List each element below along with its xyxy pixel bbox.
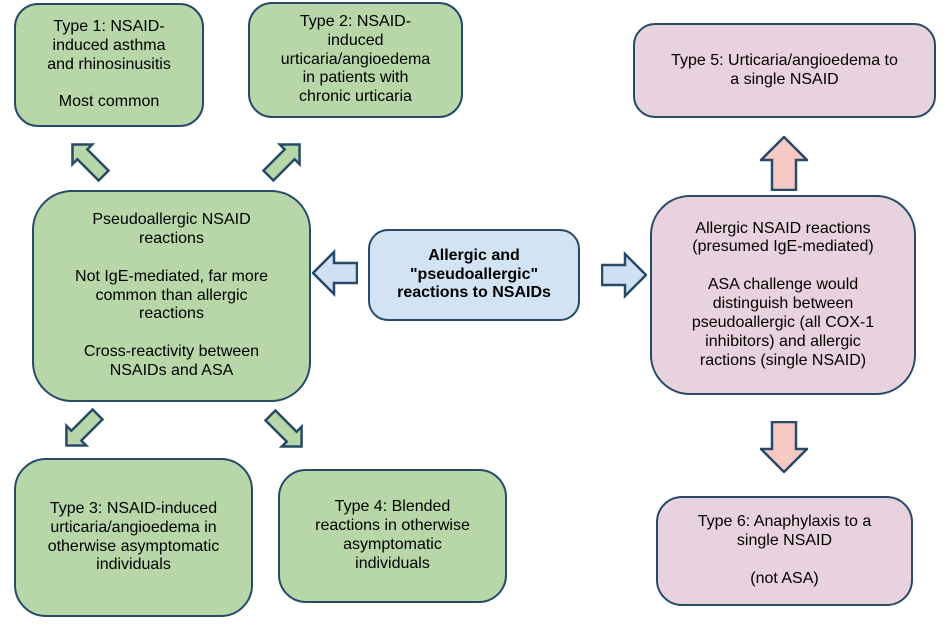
node-type5: Type 5: Urticaria/angioedema to a single… (633, 23, 936, 118)
node-center: Allergic and "pseudoallergic" reactions … (368, 229, 580, 321)
arrow-down-right-icon (263, 408, 303, 448)
arrow-up-left-icon (71, 143, 111, 183)
node-allergic: Allergic NSAID reactions (presumed IgE-m… (650, 195, 916, 395)
arrow-left-icon (312, 249, 358, 297)
node-type3: Type 3: NSAID-induced urticaria/angioede… (14, 458, 253, 617)
node-type1: Type 1: NSAID- induced asthma and rhinos… (14, 3, 204, 127)
node-type2: Type 2: NSAID- induced urticaria/angioed… (248, 2, 463, 118)
arrow-right-icon (601, 251, 647, 299)
node-pseudoallergic: Pseudoallergic NSAID reactions Not IgE-m… (32, 190, 311, 402)
arrow-up-icon (760, 136, 808, 191)
node-type4: Type 4: Blended reactions in otherwise a… (278, 469, 507, 603)
node-type6: Type 6: Anaphylaxis to a single NSAID (n… (656, 496, 913, 606)
arrow-up-right-icon (261, 143, 301, 183)
arrow-down-left-icon (65, 407, 105, 447)
arrow-down-icon (760, 421, 808, 473)
